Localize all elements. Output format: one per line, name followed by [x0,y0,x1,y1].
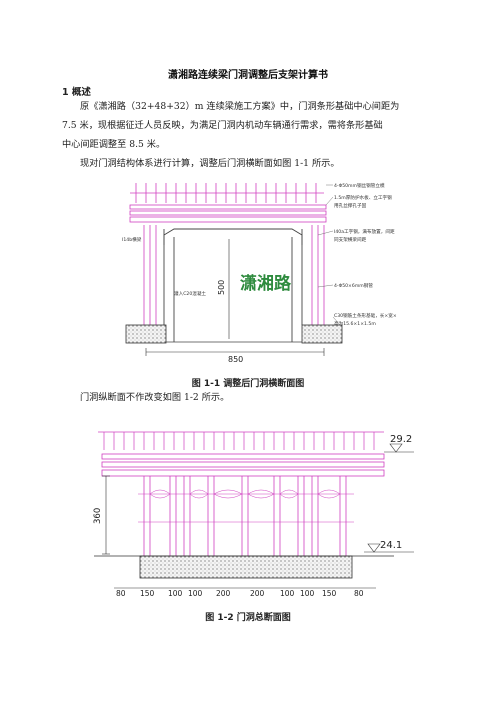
dim-width-label: 850 [228,355,243,364]
road-name-label: 潇湘路 [240,273,292,294]
label-beam: I14b横梁 [122,236,142,243]
label-top-2: 1.5m厚防护水板、立工字钢 [334,194,392,201]
section-heading: 1 概述 [62,87,91,98]
elevation-bottom-label: 24.1 [380,540,402,551]
paragraph-2: 现对门洞结构体系进行计算，调整后门洞横断面如图 1-1 所示。 [80,158,340,169]
figure-1-2-longitudinal-section: 29.2 24.1 360 80 150 100 100 200 200 100… [93,431,414,598]
label-top-1: 4-Φ50mm钢丝钢管立模 [334,182,385,189]
dim-height-label: 500 [217,280,226,295]
paragraph-1-line-1: 原《潇湘路（32+48+32）m 连续梁施工方案》中，门洞条形基础中心间距为 [80,101,400,112]
span-label: 80 [354,589,364,598]
dim-height-label: 360 [93,508,103,524]
elevation-top-label: 29.2 [390,434,412,445]
paragraph-1-line-2: 7.5 米，现根据征迁人员反映，为满足门洞内机动车辆通行需求，需将条形基础 [62,120,383,131]
label-top-3: 用孔丝撑孔子固 [334,202,367,209]
span-label: 150 [140,589,155,598]
span-label: 100 [168,589,183,598]
span-label: 100 [300,589,315,598]
label-mid-2: 同支架横梁间距 [334,236,367,243]
label-fill: 灌入C20混凝土 [174,290,206,297]
figure-1-1-caption: 图 1-1 调整后门洞横断面图 [191,379,305,389]
figure-1-1-cross-section: 500 850 潇湘路 4-Φ50mm钢丝钢管立模 1.5m厚防护水板、立工字钢… [122,182,397,364]
label-base-2: 高为15.6×1×1.5m [334,320,376,327]
span-label: 150 [322,589,337,598]
figure-1-2-caption: 图 1-2 门洞总断面图 [205,613,291,623]
label-base-1: C30钢筋土条形基础，长×宽× [334,312,397,319]
span-label: 200 [250,589,265,598]
label-pipe: 4-Φ50×6mm钢管 [334,282,373,289]
span-label: 80 [116,589,126,598]
document-title: 潇湘路连续梁门洞调整后支架计算书 [168,70,328,81]
paragraph-3: 门洞纵断面不作改变如图 1-2 所示。 [80,392,230,403]
label-mid-1: I40a工字钢，满布放置，间距 [334,228,395,235]
span-label: 100 [280,589,295,598]
span-label: 200 [216,589,231,598]
span-label: 100 [188,589,203,598]
paragraph-1-line-3: 中心间距调整至 8.5 米。 [62,139,166,150]
